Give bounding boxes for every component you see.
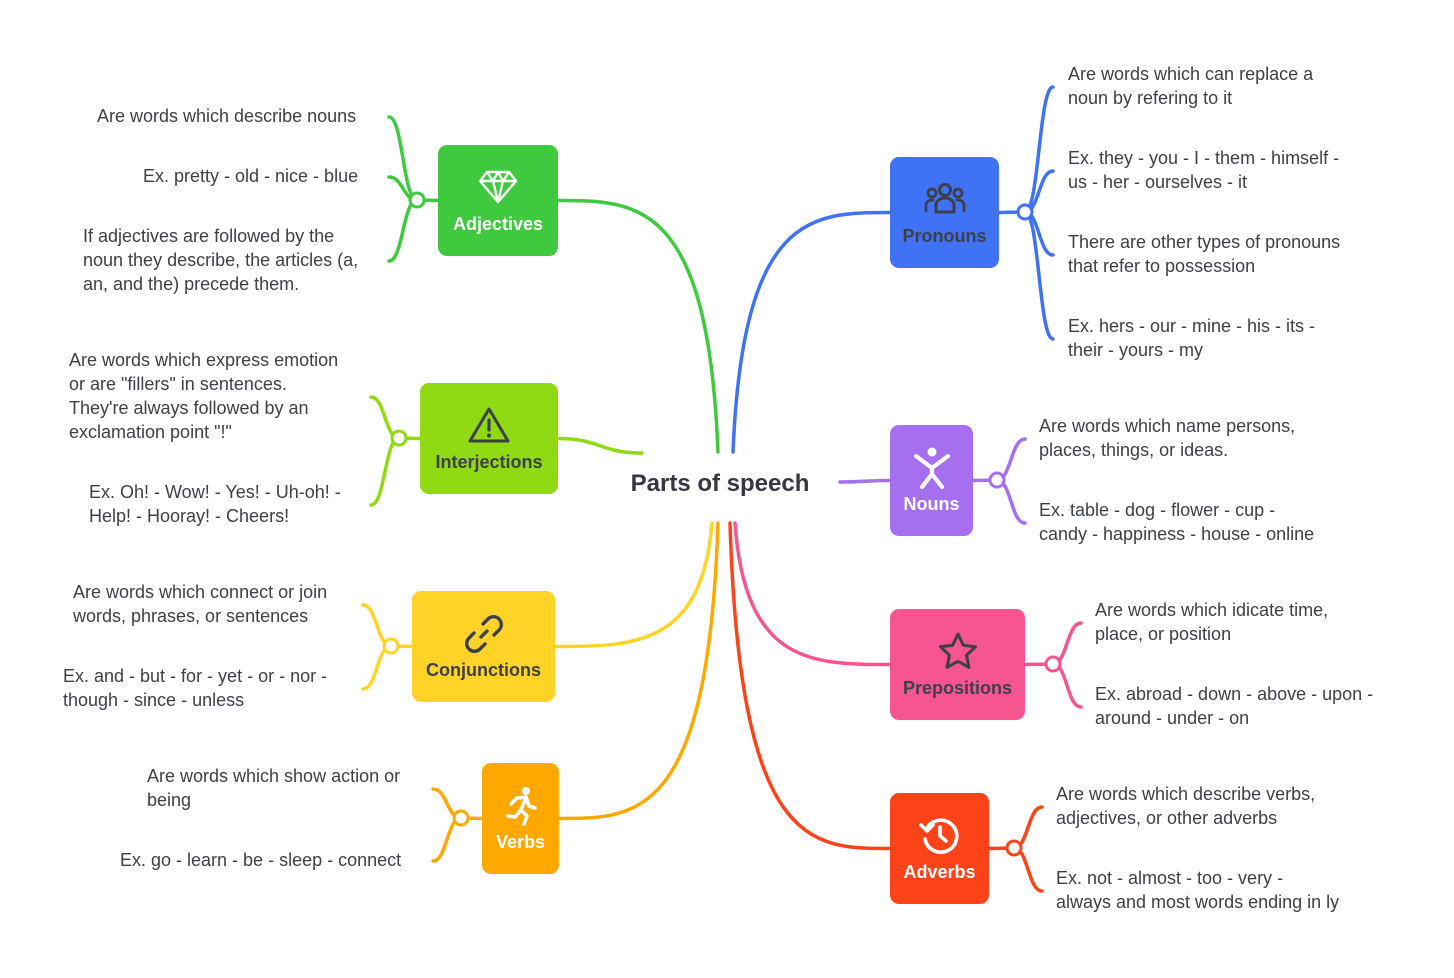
leaf-pronouns-2[interactable]: There are other types of pronouns that r… — [1068, 232, 1341, 276]
topic-prepositions[interactable]: Prepositions — [890, 609, 1025, 720]
connector-nouns — [838, 478, 892, 484]
leaf-conjunctions-1[interactable]: Ex. and - but - for - yet - or - nor - t… — [63, 666, 328, 710]
connector-prepositions — [733, 521, 892, 667]
leaf-adjectives-0[interactable]: Are words which describe nouns — [97, 106, 357, 126]
group-icon — [923, 178, 967, 222]
junction-adverbs[interactable] — [1005, 839, 1023, 857]
topic-label: Interjections — [435, 452, 543, 472]
leaf-adverbs-1[interactable]: Ex. not - almost - too - very - always a… — [1056, 868, 1340, 912]
connector-conjunctions — [553, 521, 714, 649]
branch-adjectives-2 — [387, 198, 419, 263]
connector-adjectives — [556, 198, 720, 454]
topic-label: Conjunctions — [426, 660, 541, 680]
leaf-prepositions-0[interactable]: Are words which idicate time, place, or … — [1095, 600, 1329, 644]
leaf-interjections-1[interactable]: Ex. Oh! - Wow! - Yes! - Uh-oh! - Help! -… — [89, 482, 341, 526]
leaf-pronouns-0[interactable]: Are words which can replace a noun by re… — [1068, 64, 1314, 108]
running-person-icon — [499, 784, 543, 828]
connector-adverbs — [728, 521, 892, 851]
central-topic[interactable]: Parts of speech — [630, 470, 810, 497]
leaf-nouns-0[interactable]: Are words which name persons, places, th… — [1039, 416, 1296, 460]
topic-adverbs[interactable]: Adverbs — [890, 793, 989, 904]
leaf-interjections-0[interactable]: Are words which express emotion or are "… — [69, 350, 339, 442]
topic-label: Adverbs — [903, 862, 976, 882]
leaf-adjectives-1[interactable]: Ex. pretty - old - nice - blue — [143, 166, 359, 186]
leaf-pronouns-3[interactable]: Ex. hers - our - mine - his - its - thei… — [1068, 316, 1316, 360]
topic-interjections[interactable]: Interjections — [420, 383, 558, 494]
leaf-verbs-0[interactable]: Are words which show action or being — [147, 766, 401, 810]
junction-pronouns[interactable] — [1016, 203, 1034, 221]
leaf-conjunctions-0[interactable]: Are words which connect or join words, p… — [73, 582, 328, 626]
topic-verbs[interactable]: Verbs — [482, 763, 559, 874]
warning-icon — [467, 404, 511, 448]
leaf-pronouns-1[interactable]: Ex. they - you - I - them - himself - us… — [1068, 148, 1340, 192]
topic-nouns[interactable]: Nouns — [890, 425, 973, 536]
leaf-verbs-1[interactable]: Ex. go - learn - be - sleep - connect — [120, 850, 402, 870]
connector-pronouns — [731, 210, 892, 454]
topic-label: Nouns — [903, 494, 960, 514]
branch-interjections-1 — [369, 436, 401, 507]
topic-label: Prepositions — [902, 678, 1013, 698]
leaf-adjectives-2[interactable]: If adjectives are followed by the noun t… — [83, 226, 359, 294]
junction-adjectives[interactable] — [408, 191, 426, 209]
diamond-icon — [476, 166, 520, 210]
link-icon — [462, 612, 506, 656]
history-icon — [918, 814, 962, 858]
topic-conjunctions[interactable]: Conjunctions — [412, 591, 555, 702]
junction-nouns[interactable] — [988, 471, 1006, 489]
leaf-nouns-1[interactable]: Ex. table - dog - flower - cup - candy -… — [1039, 500, 1315, 544]
connector-verbs — [557, 521, 720, 821]
person-icon — [910, 446, 954, 490]
junction-verbs[interactable] — [452, 809, 470, 827]
connector-interjections — [556, 436, 644, 455]
junction-conjunctions[interactable] — [382, 637, 400, 655]
leaf-adverbs-0[interactable]: Are words which describe verbs, adjectiv… — [1056, 784, 1316, 828]
junction-interjections[interactable] — [390, 429, 408, 447]
junction-prepositions[interactable] — [1044, 655, 1062, 673]
topic-adjectives[interactable]: Adjectives — [438, 145, 558, 256]
topic-label: Adjectives — [452, 214, 544, 234]
topic-label: Pronouns — [902, 226, 987, 246]
star-icon — [936, 630, 980, 674]
topic-pronouns[interactable]: Pronouns — [890, 157, 999, 268]
leaf-prepositions-1[interactable]: Ex. abroad - down - above - upon - aroun… — [1095, 684, 1374, 728]
topic-label: Verbs — [495, 832, 546, 852]
